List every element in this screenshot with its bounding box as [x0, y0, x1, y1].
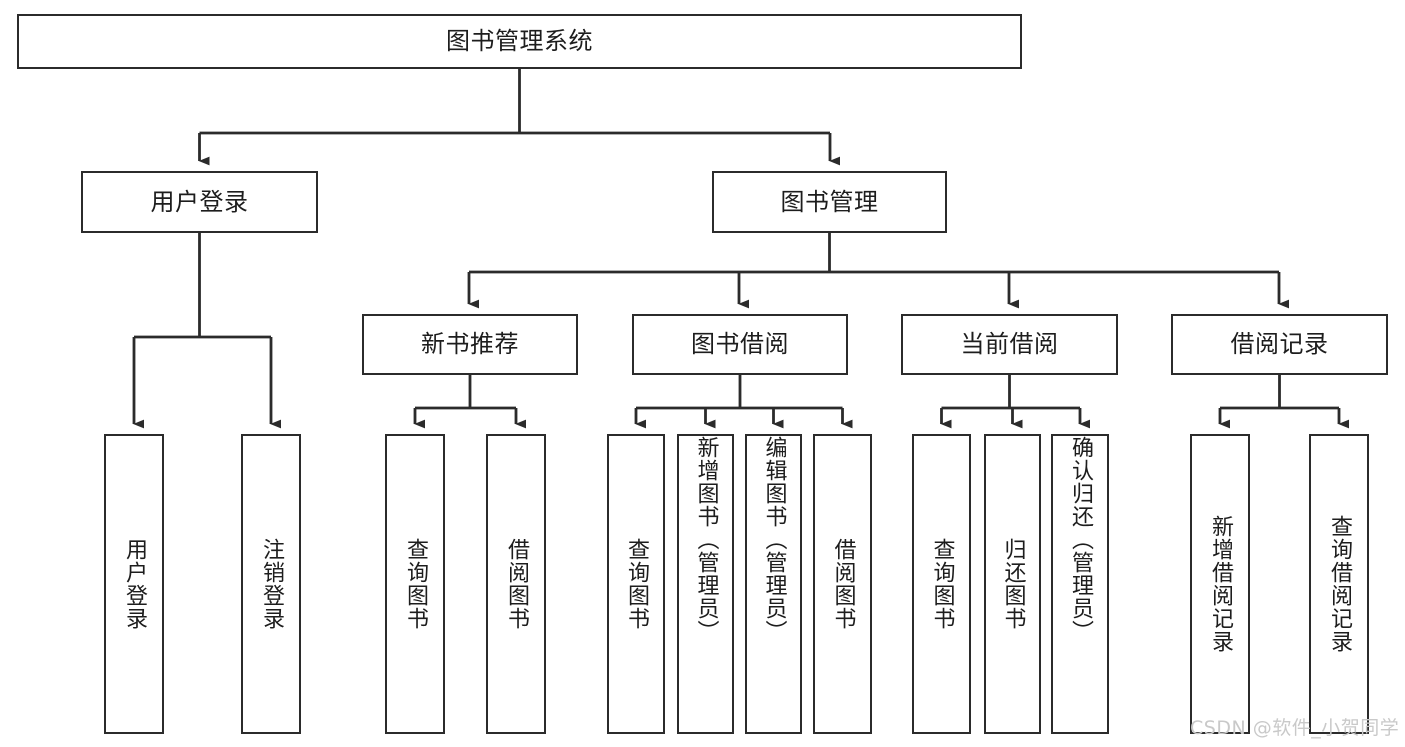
node-leaf-query-book-1[interactable]: 查询图书: [385, 434, 445, 734]
edge-group-book-manage: [467, 233, 1290, 309]
node-user-login-label: 用户登录: [150, 187, 249, 216]
node-current-borrow[interactable]: 当前借阅: [901, 314, 1118, 375]
node-root[interactable]: 图书管理系统: [17, 14, 1022, 69]
node-new-book-rec[interactable]: 新书推荐: [362, 314, 578, 375]
node-leaf-borrow-book-2-label: 借阅图书: [830, 538, 856, 630]
edge-group-new-book-rec: [413, 375, 527, 429]
node-leaf-add-record-label: 新增借阅记录: [1207, 515, 1233, 653]
node-leaf-user-login-label: 用户登录: [121, 538, 147, 630]
edge-group-user-login: [132, 233, 282, 429]
node-leaf-return-book-label: 归还图书: [1000, 538, 1026, 630]
node-leaf-edit-book-label: 编辑图书（管理员）: [761, 436, 787, 643]
node-leaf-add-book-label: 新增图书（管理员）: [693, 436, 719, 643]
node-book-manage[interactable]: 图书管理: [712, 171, 947, 233]
node-new-book-rec-label: 新书推荐: [421, 330, 519, 359]
node-leaf-logout-label: 注销登录: [258, 538, 284, 630]
node-leaf-logout[interactable]: 注销登录: [241, 434, 301, 734]
node-leaf-query-book-2-label: 查询图书: [623, 538, 649, 630]
node-leaf-user-login[interactable]: 用户登录: [104, 434, 164, 734]
edge-group-borrow-record: [1218, 375, 1350, 429]
node-leaf-confirm-return[interactable]: 确认归还（管理员）: [1051, 434, 1109, 734]
node-leaf-borrow-book-1-label: 借阅图书: [503, 538, 529, 630]
node-leaf-query-book-3-label: 查询图书: [929, 538, 955, 630]
node-leaf-query-book-1-label: 查询图书: [402, 538, 428, 630]
edge-group-root: [198, 69, 841, 166]
node-book-borrow-label: 图书借阅: [691, 330, 789, 359]
edge-group-book-borrow: [634, 375, 853, 429]
node-leaf-borrow-book-1[interactable]: 借阅图书: [486, 434, 546, 734]
node-leaf-add-book[interactable]: 新增图书（管理员）: [677, 434, 734, 734]
node-leaf-edit-book[interactable]: 编辑图书（管理员）: [745, 434, 802, 734]
node-borrow-record-label: 借阅记录: [1230, 330, 1329, 359]
node-leaf-confirm-return-label: 确认归还（管理员）: [1067, 436, 1093, 643]
node-leaf-add-record[interactable]: 新增借阅记录: [1190, 434, 1250, 734]
node-book-manage-label: 图书管理: [780, 187, 879, 216]
node-book-borrow[interactable]: 图书借阅: [632, 314, 848, 375]
node-leaf-query-book-3[interactable]: 查询图书: [912, 434, 971, 734]
node-leaf-return-book[interactable]: 归还图书: [984, 434, 1041, 734]
node-leaf-query-record[interactable]: 查询借阅记录: [1309, 434, 1369, 734]
edge-group-current-borrow: [940, 375, 1091, 429]
node-leaf-query-record-label: 查询借阅记录: [1326, 515, 1352, 653]
node-borrow-record[interactable]: 借阅记录: [1171, 314, 1388, 375]
node-user-login[interactable]: 用户登录: [81, 171, 318, 233]
node-root-label: 图书管理系统: [446, 27, 593, 56]
node-leaf-query-book-2[interactable]: 查询图书: [607, 434, 665, 734]
node-current-borrow-label: 当前借阅: [960, 330, 1059, 359]
node-leaf-borrow-book-2[interactable]: 借阅图书: [813, 434, 872, 734]
